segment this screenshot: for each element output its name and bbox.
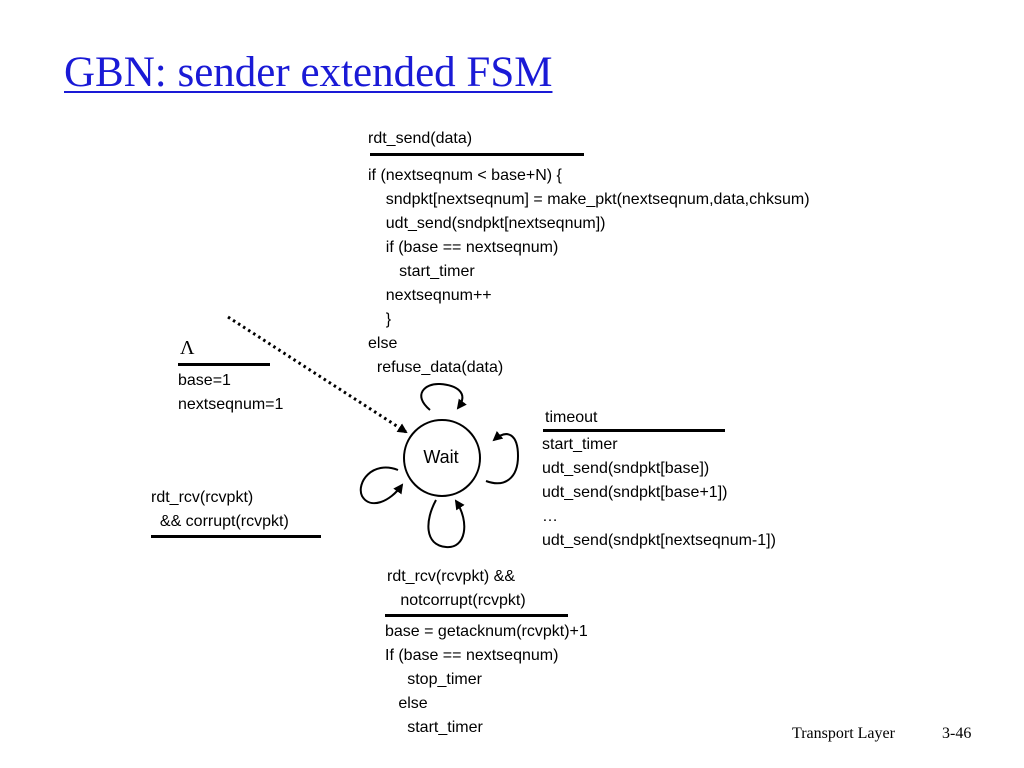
wait-state-circle (403, 419, 481, 497)
timeout-actions-block: start_timer udt_send(sndpkt[base]) udt_s… (542, 433, 776, 553)
timeout-event-label: timeout (545, 409, 598, 426)
init-actions-block: base=1 nextseqnum=1 (178, 369, 283, 417)
ack-actions-block: base = getacknum(rcvpkt)+1 If (base == n… (385, 620, 588, 740)
send-action-line: start_timer (368, 263, 475, 280)
init-event-lambda: Λ (180, 337, 195, 359)
timeout-action-line: … (542, 508, 558, 525)
footer-page-number: 3-46 (942, 725, 972, 742)
init-action-line: base=1 (178, 372, 231, 389)
ack-action-line: base = getacknum(rcvpkt)+1 (385, 623, 588, 640)
ack-event-line: rdt_rcv(rcvpkt) && (387, 568, 516, 585)
send-action-line: udt_send(sndpkt[nextseqnum]) (368, 215, 606, 232)
send-self-loop-arrow (420, 382, 467, 411)
corrupt-event-line: rdt_rcv(rcvpkt) (151, 489, 254, 506)
corrupt-event-block: rdt_rcv(rcvpkt) && corrupt(rcvpkt) (151, 486, 289, 534)
timeout-action-line: udt_send(sndpkt[nextseqnum-1]) (542, 532, 776, 549)
ack-action-line: stop_timer (385, 671, 482, 688)
send-action-line: refuse_data(data) (368, 359, 504, 376)
ack-event-block: rdt_rcv(rcvpkt) && notcorrupt(rcvpkt) (387, 565, 526, 613)
send-event-label: rdt_send(data) (368, 130, 473, 147)
send-action-line: if (nextseqnum < base+N) { (368, 167, 562, 184)
timeout-action-line: udt_send(sndpkt[base+1]) (542, 484, 728, 501)
send-transition-bar (370, 153, 584, 156)
send-action-line: if (base == nextseqnum) (368, 239, 559, 256)
timeout-action-line: start_timer (542, 436, 618, 453)
timeout-self-loop-arrow (485, 430, 520, 485)
corrupt-event-line: && corrupt(rcvpkt) (151, 513, 289, 530)
send-action-line: } (368, 311, 392, 328)
timeout-action-line: udt_send(sndpkt[base]) (542, 460, 710, 477)
footer-section-label: Transport Layer (792, 725, 895, 742)
ack-action-line: start_timer (385, 719, 483, 736)
send-actions-block: if (nextseqnum < base+N) { sndpkt[nextse… (368, 164, 810, 380)
ack-event-line: notcorrupt(rcvpkt) (387, 592, 526, 609)
init-transition-bar (178, 363, 270, 366)
corrupt-self-loop-arrow (359, 466, 404, 505)
send-action-line: nextseqnum++ (368, 287, 492, 304)
ack-action-line: If (base == nextseqnum) (385, 647, 559, 664)
timeout-transition-bar (543, 429, 725, 432)
send-action-line: sndpkt[nextseqnum] = make_pkt(nextseqnum… (368, 191, 810, 208)
ack-action-line: else (385, 695, 428, 712)
ack-transition-bar (385, 614, 568, 617)
init-action-line: nextseqnum=1 (178, 396, 284, 413)
corrupt-transition-bar (151, 535, 321, 538)
ack-self-loop-arrow (427, 499, 466, 549)
send-action-line: else (368, 335, 398, 352)
wait-state-label: Wait (423, 447, 458, 467)
slide-title: GBN: sender extended FSM (64, 49, 553, 96)
